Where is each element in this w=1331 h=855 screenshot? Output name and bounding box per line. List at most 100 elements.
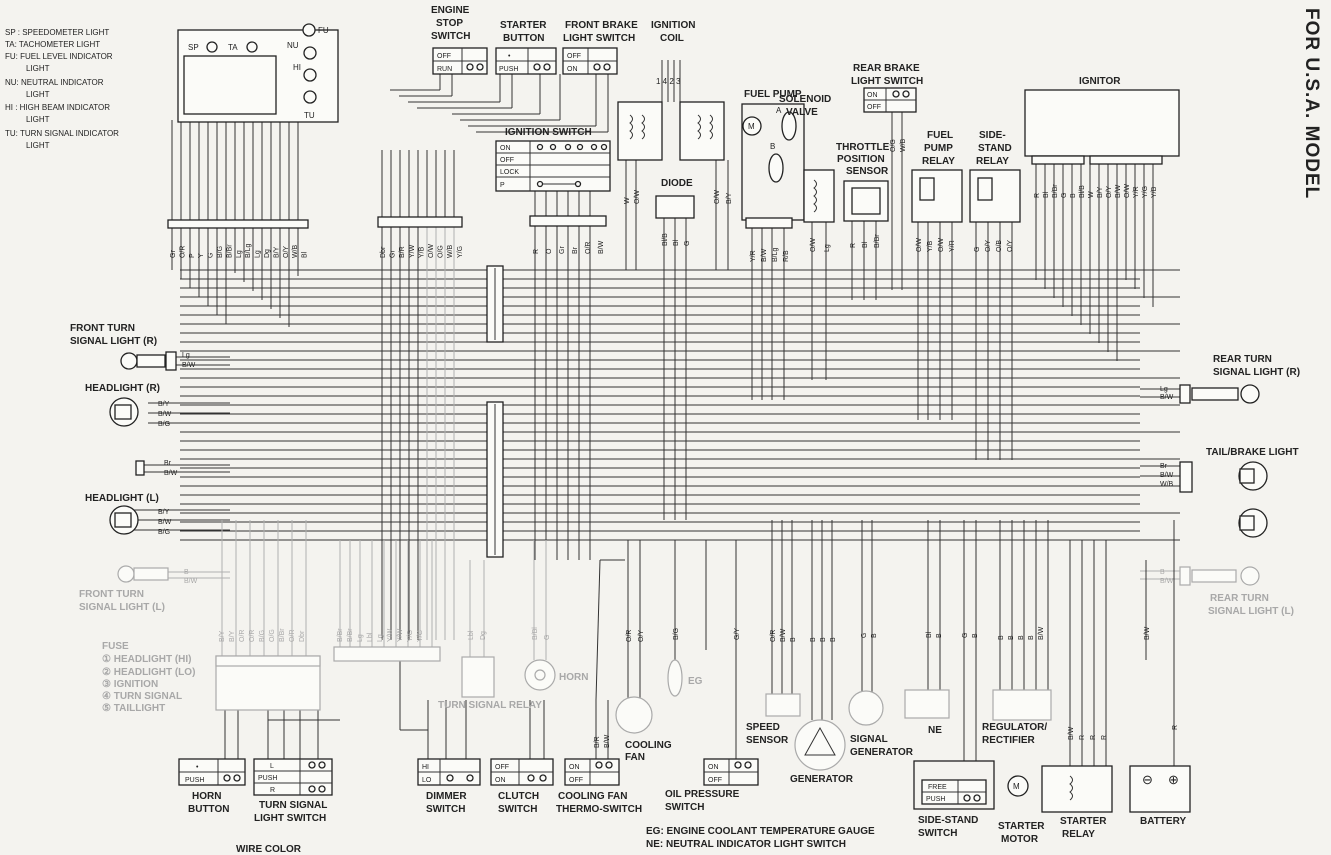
svg-text:VALVE: VALVE bbox=[786, 107, 818, 118]
wire-color-label: O/R bbox=[770, 630, 777, 642]
wire-color-label: Lbl bbox=[367, 632, 374, 642]
turn-signal-relay: TURN SIGNAL RELAY bbox=[438, 656, 542, 711]
wire-color-label: W/B bbox=[1160, 481, 1174, 488]
wire-color-label: B/Y bbox=[273, 246, 280, 258]
wire-color-label: Br bbox=[1160, 463, 1168, 470]
svg-text:OFF: OFF bbox=[437, 53, 451, 60]
meter-hi-label: HI bbox=[293, 63, 301, 72]
wire-color-label: O/G bbox=[890, 139, 897, 152]
handlebar-connector-right bbox=[377, 216, 463, 228]
legend-fu: FU: FUEL LEVEL INDICATOR bbox=[5, 52, 113, 61]
svg-text:DIODE: DIODE bbox=[661, 178, 693, 189]
fu-lamp-icon bbox=[302, 23, 316, 37]
svg-text:PUSH: PUSH bbox=[499, 66, 518, 73]
wire-color-label: O/Y bbox=[1106, 186, 1113, 198]
svg-text:RELAY: RELAY bbox=[976, 156, 1009, 167]
front-turn-signal-light-r: FRONT TURN SIGNAL LIGHT (R) bbox=[70, 323, 177, 371]
wire-color-label: W bbox=[624, 197, 631, 204]
svg-text:M: M bbox=[1013, 782, 1020, 791]
svg-text:FAN: FAN bbox=[625, 752, 645, 763]
wire-color-label: O/R bbox=[239, 630, 246, 642]
handlebar-connector-left bbox=[333, 646, 441, 662]
wire-color-label: G/Y bbox=[734, 628, 741, 640]
wire-color-label: Lg bbox=[824, 244, 831, 252]
nu-lamp-icon bbox=[303, 46, 317, 60]
svg-text:PUSH: PUSH bbox=[926, 796, 945, 803]
wire-color-label: Lg bbox=[255, 250, 262, 258]
legend-nu-cont: LIGHT bbox=[26, 90, 50, 99]
wire-color-label: Y/G bbox=[457, 246, 464, 258]
ignitor: IGNITOR bbox=[1024, 76, 1180, 165]
wire-color-label: O/Y bbox=[638, 630, 645, 642]
meter-connector bbox=[167, 219, 309, 229]
wire-color-label: Y/G bbox=[417, 630, 424, 642]
position-light bbox=[135, 460, 145, 476]
wire-color-label: G bbox=[208, 253, 215, 258]
wire-color-label: B/G bbox=[673, 628, 680, 640]
rear-turn-signal-light-l: REAR TURN SIGNAL LIGHT (L) bbox=[1179, 566, 1294, 617]
svg-text:1 4 2 3: 1 4 2 3 bbox=[656, 77, 681, 86]
horn: HORN bbox=[524, 659, 588, 691]
svg-text:DIMMER: DIMMER bbox=[426, 791, 467, 802]
svg-text:LOCK: LOCK bbox=[500, 169, 519, 176]
wire-color-label: B bbox=[1018, 635, 1025, 640]
svg-text:FUSE: FUSE bbox=[102, 641, 129, 652]
wire-color-label: B bbox=[830, 637, 837, 642]
svg-text:TAIL/BRAKE LIGHT: TAIL/BRAKE LIGHT bbox=[1206, 447, 1299, 458]
svg-text:ENGINE: ENGINE bbox=[431, 5, 470, 16]
engine-stop-switch: ENGINE STOP SWITCH OFF RUN bbox=[431, 5, 488, 75]
svg-text:P: P bbox=[500, 182, 505, 189]
svg-text:LIGHT SWITCH: LIGHT SWITCH bbox=[563, 33, 635, 44]
meter-nu-label: NU bbox=[287, 41, 299, 50]
side-stand-switch: FREE PUSH SIDE-STAND SWITCH bbox=[913, 760, 995, 839]
wire-color-label: R bbox=[533, 249, 540, 254]
svg-text:REAR BRAKE: REAR BRAKE bbox=[853, 63, 920, 74]
svg-text:ON: ON bbox=[567, 66, 578, 73]
svg-text:⊕: ⊕ bbox=[1168, 772, 1179, 787]
wire-color-label: B bbox=[184, 569, 189, 576]
wire-color-label: B bbox=[810, 637, 817, 642]
wire-color-label: B/G bbox=[259, 630, 266, 642]
svg-text:SWITCH: SWITCH bbox=[665, 802, 704, 813]
svg-text:⑤ TAILLIGHT: ⑤ TAILLIGHT bbox=[102, 703, 165, 714]
svg-text:RELAY: RELAY bbox=[922, 156, 955, 167]
svg-text:PUSH: PUSH bbox=[258, 775, 277, 782]
wire-color-label: O/W bbox=[938, 238, 945, 252]
wire-color-label: Dg bbox=[480, 631, 487, 640]
svg-text:COIL: COIL bbox=[660, 33, 684, 44]
svg-text:COOLING FAN: COOLING FAN bbox=[558, 791, 627, 802]
starter-relay: STARTER RELAY bbox=[1041, 765, 1113, 840]
svg-text:CLUTCH: CLUTCH bbox=[498, 791, 539, 802]
svg-text:FUEL: FUEL bbox=[927, 130, 953, 141]
svg-text:•: • bbox=[196, 764, 199, 771]
legend-nu: NU: NEUTRAL INDICATOR bbox=[5, 78, 104, 87]
svg-text:① HEADLIGHT (HI): ① HEADLIGHT (HI) bbox=[102, 654, 192, 665]
headlight-r: HEADLIGHT (R) bbox=[85, 383, 160, 427]
wire-color-label: O/R bbox=[249, 630, 256, 642]
svg-text:SIGNAL LIGHT (L): SIGNAL LIGHT (L) bbox=[79, 602, 165, 613]
svg-text:PUMP: PUMP bbox=[924, 143, 953, 154]
wire-color-label: B/W bbox=[158, 519, 172, 526]
wire-color-label: G bbox=[544, 635, 551, 640]
wire-color-label: B/Lg bbox=[245, 243, 252, 258]
wire-color-label: W/B bbox=[447, 244, 454, 258]
wire-color-label: B/Y bbox=[229, 630, 236, 642]
throttle-position-sensor: THROTTLE POSITION SENSOR bbox=[836, 142, 890, 222]
wire-color-label: O/W bbox=[714, 190, 721, 204]
wire-color-label: B bbox=[790, 637, 797, 642]
bulb-icon bbox=[1240, 384, 1260, 404]
legend-fu-cont: LIGHT bbox=[26, 64, 50, 73]
turn-signal-light-switch: L PUSH R TURN SIGNAL LIGHT SWITCH bbox=[253, 758, 333, 824]
wire-color-label: Bl bbox=[302, 251, 309, 258]
svg-text:SWITCH: SWITCH bbox=[498, 804, 537, 815]
wire-color-label: O/Y bbox=[1007, 240, 1014, 252]
bulb-icon bbox=[1240, 566, 1260, 586]
svg-text:FUEL PUMP: FUEL PUMP bbox=[744, 89, 802, 100]
wire-color-label: Y/W bbox=[409, 244, 416, 258]
signal-generator-icon bbox=[848, 690, 884, 726]
svg-text:R: R bbox=[270, 787, 275, 794]
wire-color-label: R bbox=[1172, 725, 1179, 730]
svg-text:A: A bbox=[776, 106, 782, 115]
svg-text:STARTER: STARTER bbox=[998, 821, 1045, 832]
wire-color-label: Lg bbox=[182, 352, 190, 359]
